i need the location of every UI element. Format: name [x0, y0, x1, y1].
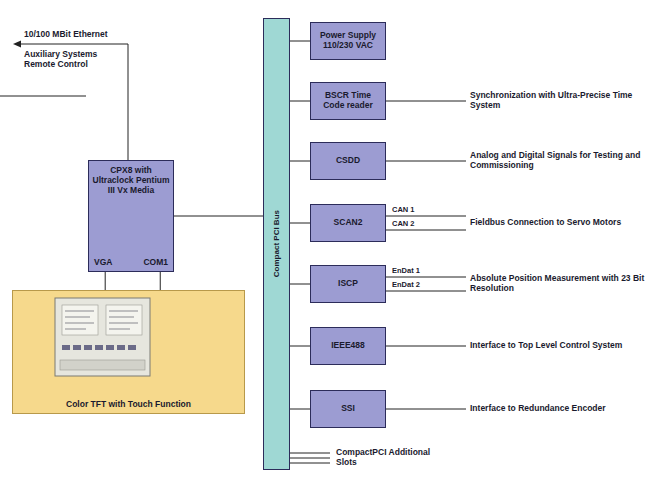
bus-connector — [290, 101, 310, 102]
description-label: Absolute Position Measurement with 23 Bi… — [470, 274, 645, 294]
module-box: SCAN2 — [310, 204, 386, 242]
frame-line — [0, 96, 86, 97]
box-label: SCAN2 — [334, 218, 363, 228]
box-label: SSI — [341, 404, 355, 414]
bus-label: Compact PCI Bus — [272, 210, 281, 277]
signal-name: EnDat 1 — [392, 267, 420, 275]
bus-bar: Compact PCI Bus — [263, 18, 290, 470]
bus-connector — [290, 161, 310, 162]
description-label: Interface to Redundance Encoder — [470, 404, 645, 414]
leader-lines — [386, 101, 466, 409]
description-label: Analog and Digital Signals for Testing a… — [470, 151, 645, 171]
box-label: Power Supply 110/230 VAC — [314, 31, 382, 51]
bus-connector — [290, 346, 310, 347]
panel-caption: Color TFT with Touch Function — [13, 400, 244, 410]
bus-connector — [105, 272, 106, 290]
box-label: CSDD — [336, 156, 360, 166]
bus-connector — [290, 284, 310, 285]
port-label: VGA — [94, 258, 112, 268]
signal-name: CAN 1 — [392, 206, 415, 214]
display-panel: Color TFT with Touch Function — [12, 290, 245, 414]
module-box: ISCP — [310, 265, 386, 303]
module-box: BSCR Time Code reader — [310, 82, 386, 120]
bus-connector — [290, 409, 310, 410]
ethernet-line — [20, 44, 128, 160]
port-label: COM1 — [143, 258, 168, 268]
bus-connector — [160, 272, 161, 290]
bus-connector — [174, 216, 263, 217]
cpu-board: CPX8 with Ultraclock Pentium III Vx Medi… — [88, 160, 174, 272]
module-box: CSDD — [310, 142, 386, 180]
box-label: ISCP — [338, 279, 358, 289]
ethernet-arrowhead — [13, 41, 21, 48]
bus-connector — [290, 223, 310, 224]
description-label: Interface to Top Level Control System — [470, 341, 645, 351]
description-label: Synchronization with Ultra-Precise Time … — [470, 91, 645, 111]
description-label: 10/100 MBit Ethernet — [24, 30, 134, 40]
description-label: Auxiliary Systems Remote Control — [24, 50, 119, 70]
signal-name: CAN 2 — [392, 220, 415, 228]
module-box: Power Supply 110/230 VAC — [310, 22, 386, 60]
description-label: CompactPCI Additional Slots — [336, 448, 431, 468]
module-box: SSI — [310, 390, 386, 428]
panel-fill — [12, 290, 245, 414]
module-box: IEEE488 — [310, 327, 386, 365]
box-label: IEEE488 — [331, 341, 365, 351]
box-label: BSCR Time Code reader — [314, 91, 382, 111]
signal-name: EnDat 2 — [392, 281, 420, 289]
bus-connector — [290, 41, 310, 42]
box-label: CPX8 with Ultraclock Pentium III Vx Medi… — [92, 166, 170, 195]
touch-screen — [55, 298, 150, 376]
slot-lines — [290, 453, 330, 463]
description-label: Fieldbus Connection to Servo Motors — [470, 218, 645, 228]
